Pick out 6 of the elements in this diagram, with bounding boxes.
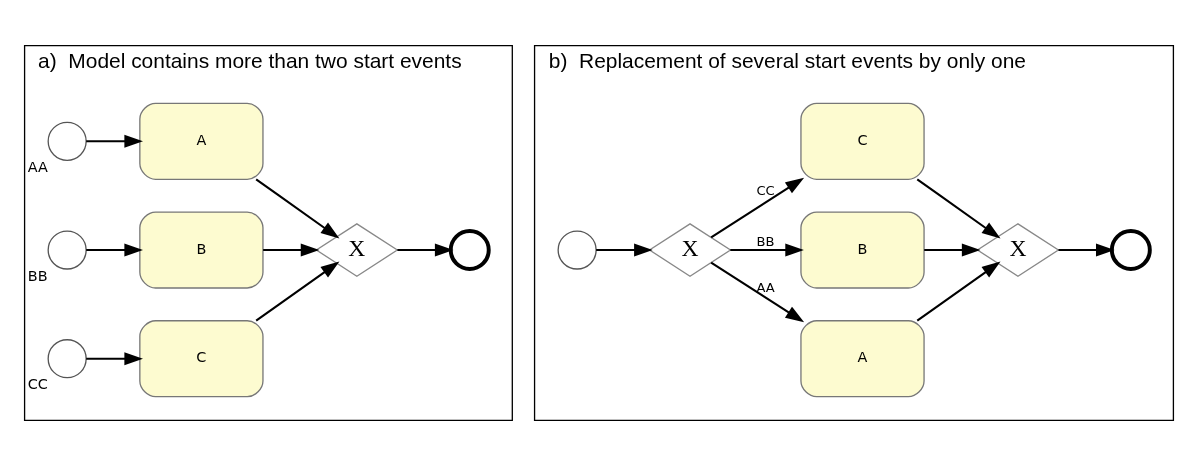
edge-label: CC	[756, 182, 775, 198]
edge-label: BB	[756, 233, 775, 249]
node-label: BB	[27, 267, 48, 284]
edge-label: AA	[756, 279, 775, 295]
node-label: CC	[27, 375, 48, 392]
node-label: AA	[27, 158, 48, 175]
